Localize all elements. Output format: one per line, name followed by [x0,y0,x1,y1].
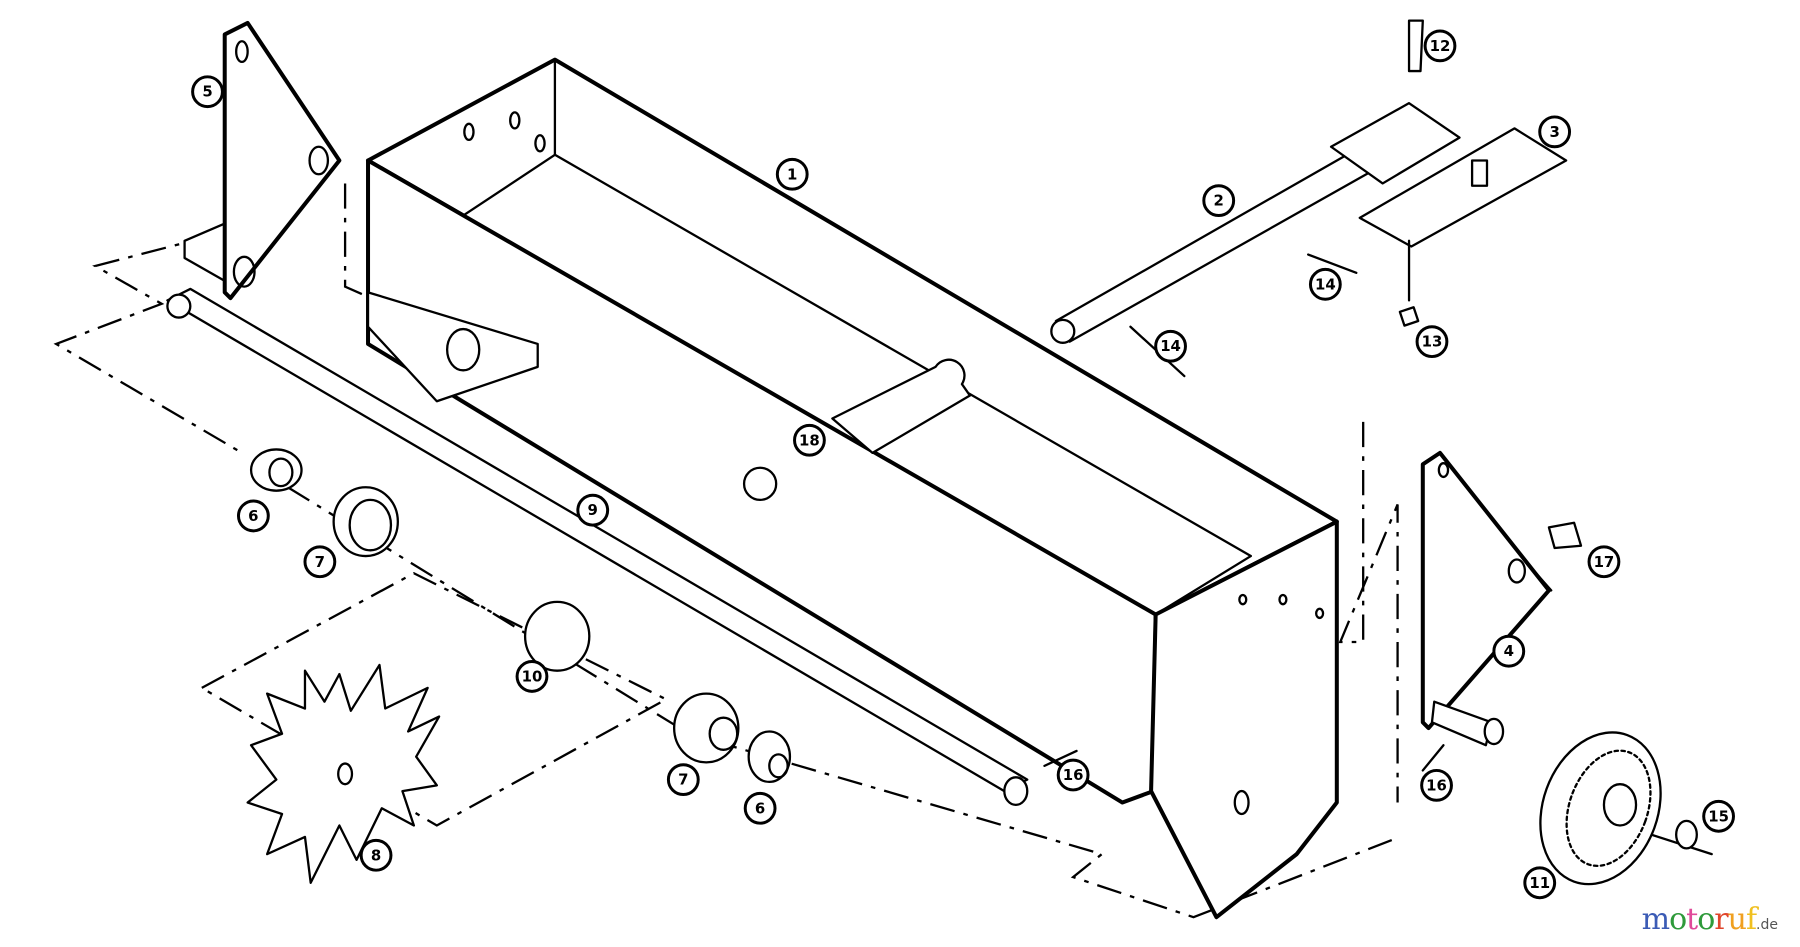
logo-letter: o [1697,902,1715,937]
callout-number: 8 [371,846,381,864]
callout-circle [576,493,610,527]
callout-circle [1308,267,1342,301]
callout-4: 4 [1492,634,1526,668]
logo-letter: r [1714,902,1728,937]
callout-number: 14 [1160,337,1181,355]
callout-number: 7 [315,553,325,571]
callout-6: 6 [743,791,777,825]
callout-9: 9 [576,493,610,527]
callout-circle [1423,29,1457,63]
logo-letter: f [1745,902,1757,937]
side-plate-left [183,20,342,301]
callout-circle [666,763,700,797]
callout-circle [191,75,224,109]
callout-number: 12 [1430,37,1451,55]
callout-number: 17 [1594,553,1615,571]
callout-11: 11 [1523,866,1557,900]
callout-number: 11 [1529,874,1550,892]
callout-circle [1702,799,1735,833]
callout-number: 18 [799,431,820,449]
callout-circle [1415,325,1449,359]
small-parts [249,448,1445,784]
callout-number: 15 [1708,807,1729,825]
callout-circle [1056,758,1090,792]
logo-letter: u [1727,902,1747,937]
callout-16: 16 [1420,768,1453,802]
callout-8: 8 [359,838,393,872]
callout-number: 14 [1315,275,1336,293]
callout-circle [359,838,393,872]
callout-number: 3 [1549,123,1559,141]
wheel [1539,731,1698,886]
callout-6: 6 [236,499,270,533]
handle-assembly [1050,19,1568,378]
star-gear [246,663,441,884]
logo-letter: t [1686,902,1698,937]
callout-7: 7 [666,763,700,797]
callout-3: 3 [1538,115,1572,149]
shaft [166,287,1029,806]
callout-1: 1 [775,157,809,191]
callout-number: 5 [202,83,212,101]
callout-number: 9 [588,501,598,519]
logo-suffix: .de [1756,917,1778,933]
callout-circle [303,545,337,579]
callout-number: 1 [787,165,797,183]
callout-5: 5 [191,75,224,109]
callout-circle [1154,329,1187,363]
callout-circle [1587,545,1621,579]
callout-number: 16 [1063,766,1084,784]
callout-10: 10 [515,660,549,693]
logo-letter: o [1669,902,1687,937]
callout-number: 6 [248,507,258,525]
callout-number: 10 [522,667,543,685]
callout-number: 16 [1426,776,1447,794]
callout-14: 14 [1154,329,1187,363]
callout-14: 14 [1308,267,1342,301]
callout-number: 6 [755,799,765,817]
callout-2: 2 [1202,184,1236,218]
callout-18: 18 [793,423,826,457]
callout-circle [1420,768,1453,802]
callout-7: 7 [303,545,337,579]
callout-circle [1538,115,1572,149]
callout-number: 7 [678,771,688,789]
callout-circle [236,499,270,533]
callout-16: 16 [1056,758,1090,792]
callout-circle [793,423,826,457]
motoruf-logo: motoruf.de [1642,902,1778,937]
callout-circle [1202,184,1236,218]
callout-17: 17 [1587,545,1621,579]
callout-circle [1492,634,1526,668]
callout-number: 4 [1504,642,1514,660]
callout-15: 15 [1702,799,1735,833]
callout-circle [1523,866,1557,900]
callout-circle [743,791,777,825]
callout-13: 13 [1415,325,1449,359]
callout-circle [775,157,809,191]
logo-letter: m [1641,902,1670,937]
callout-circle [515,660,549,693]
callout-number: 2 [1214,192,1224,210]
callout-12: 12 [1423,29,1457,63]
side-plate-right [1420,450,1583,747]
callout-number: 13 [1422,333,1443,351]
